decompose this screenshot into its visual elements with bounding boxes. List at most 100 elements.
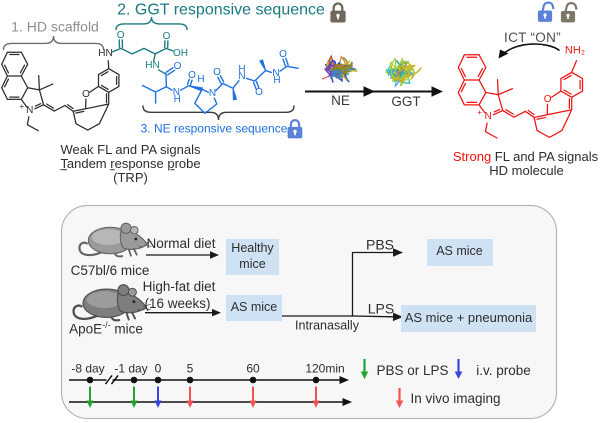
atom-o: O: [255, 86, 263, 98]
trp-molecule-structure: [1, 51, 120, 132]
hd-molecule-label: HD molecule: [489, 163, 564, 179]
atom-hn: HN: [98, 47, 113, 59]
strong-rest: FL and PA signals: [491, 148, 599, 164]
atom-n: N: [238, 70, 246, 82]
apoe-base: ApoE: [69, 321, 103, 337]
legend-iv-probe-label: i.v. probe: [476, 362, 531, 378]
atom-o: O: [543, 93, 552, 105]
ict-on-label: ICT “ON”: [504, 29, 561, 45]
enzyme-ggt-label: GGT: [391, 93, 421, 109]
timeline-tick-label: 120min: [305, 361, 345, 376]
legend-pbs-lps-label: PBS or LPS: [376, 362, 449, 378]
atom-o: O: [116, 29, 125, 41]
lps-arrow: [352, 312, 403, 322]
atom-plus: +: [477, 107, 482, 117]
atom-h: H: [238, 63, 246, 75]
ne-lock-open-icon: [537, 1, 555, 22]
atom-o: O: [82, 88, 90, 100]
atom-hn: HN: [145, 60, 160, 72]
apoe-rest: mice: [110, 321, 143, 337]
timeline-tick-label: 5: [186, 361, 194, 376]
as-mice-pbs-box: AS mice: [426, 238, 493, 266]
event-arrow: [86, 386, 94, 408]
atom-o: O: [213, 66, 221, 78]
ggt-sequence-structure: [111, 39, 174, 75]
atom-n: N: [26, 105, 34, 117]
reaction-arrow: [305, 86, 443, 97]
normal-diet-arrow: [146, 251, 219, 259]
apoe-sup: -/-: [102, 320, 111, 331]
timeline-axis2: [69, 398, 352, 406]
tandem-response-probe-label: Tandem response probe: [60, 156, 201, 172]
ne-sequence-structure: [141, 57, 299, 114]
trp-label: (TRP): [113, 170, 148, 186]
strong-signals-label: Strong FL and PA signals: [452, 148, 599, 164]
atom-n: N: [484, 111, 492, 123]
ict-arrow: [498, 43, 560, 59]
event-arrow: [154, 386, 162, 408]
atom-h: H: [173, 93, 181, 105]
hd-molecule-structure: [457, 54, 584, 139]
box-label: AS mice: [230, 300, 278, 315]
atom-nh2: NH₂: [564, 44, 586, 56]
atom-n: N: [208, 88, 217, 99]
atom-oh: OH: [173, 47, 188, 59]
hd-scaffold-label: 1. HD scaffold: [11, 18, 99, 35]
highfat-weeks-label: (16 weeks): [144, 295, 211, 311]
normal-diet-label: Normal diet: [146, 235, 216, 251]
hd-scaffold-brace: [2, 35, 105, 51]
timeline-tick-label: 0: [154, 361, 162, 376]
as-pneumonia-box: AS mice + pneumonia: [401, 304, 536, 332]
box-label: AS mice: [436, 244, 483, 259]
strong-word: Strong: [452, 148, 492, 164]
legend-red-arrow-icon: [395, 388, 404, 408]
timeline-event-arrows: [86, 386, 320, 408]
enzyme-ne-label: NE: [331, 92, 350, 108]
box-label: Healthy mice: [231, 241, 274, 271]
atom-o: O: [188, 69, 196, 81]
ne-lock-closed-icon: [287, 119, 303, 139]
axis-break: [104, 375, 119, 385]
apoe-mice-label: ApoE-/- mice: [69, 320, 143, 337]
ne-sequence-brace: [142, 105, 295, 121]
c57-mouse-image: [78, 222, 152, 258]
legend-imaging-label: In vivo imaging: [410, 390, 501, 406]
healthy-mice-box: Healthy mice: [226, 239, 279, 275]
atom-h: H: [197, 74, 205, 85]
timeline-tick-label: -8 day: [71, 361, 105, 376]
legend-green-arrow-icon: [360, 359, 369, 379]
ggt-sequence-brace: [115, 16, 188, 31]
timeline-tick-label: 60: [246, 361, 260, 376]
atom-n: N: [172, 86, 181, 98]
pbs-label: PBS: [365, 236, 395, 253]
event-arrow: [312, 386, 320, 408]
weak-signals-label: Weak FL and PA signals: [60, 142, 201, 158]
intranasally-label: Intranasally: [295, 318, 359, 333]
atom-o: O: [162, 30, 171, 42]
ggt-sequence-label: 2. GGT responsive sequence: [117, 1, 325, 19]
ne-sequence-label: 3. NE responsive sequence: [140, 121, 288, 136]
timeline-tick-label: -1 day: [114, 361, 148, 376]
highfat-diet-arrow: [145, 308, 221, 317]
box-label: AS mice + pneumonia: [404, 309, 533, 325]
atom-n: N: [272, 68, 280, 79]
legend-blue-arrow-icon: [454, 359, 463, 379]
event-arrow: [186, 386, 194, 408]
atom-o: O: [279, 48, 287, 60]
apoe-mouse-image: [72, 284, 151, 322]
pbs-arrow: [352, 248, 403, 257]
ggt-protein: [384, 57, 422, 89]
branch-lines: [282, 252, 354, 317]
event-arrow: [130, 386, 138, 408]
c57-mice-label: C57bl/6 mice: [70, 262, 150, 278]
as-mice-box: AS mice: [226, 295, 282, 321]
lps-label: LPS: [367, 300, 395, 317]
event-arrow: [249, 386, 257, 408]
ne-protein: [321, 54, 358, 83]
ggt-lock-closed-icon: [330, 2, 346, 23]
timeline-dots: [86, 376, 320, 384]
ggt-lock-open-icon: [560, 2, 578, 23]
atom-o: O: [173, 60, 182, 72]
